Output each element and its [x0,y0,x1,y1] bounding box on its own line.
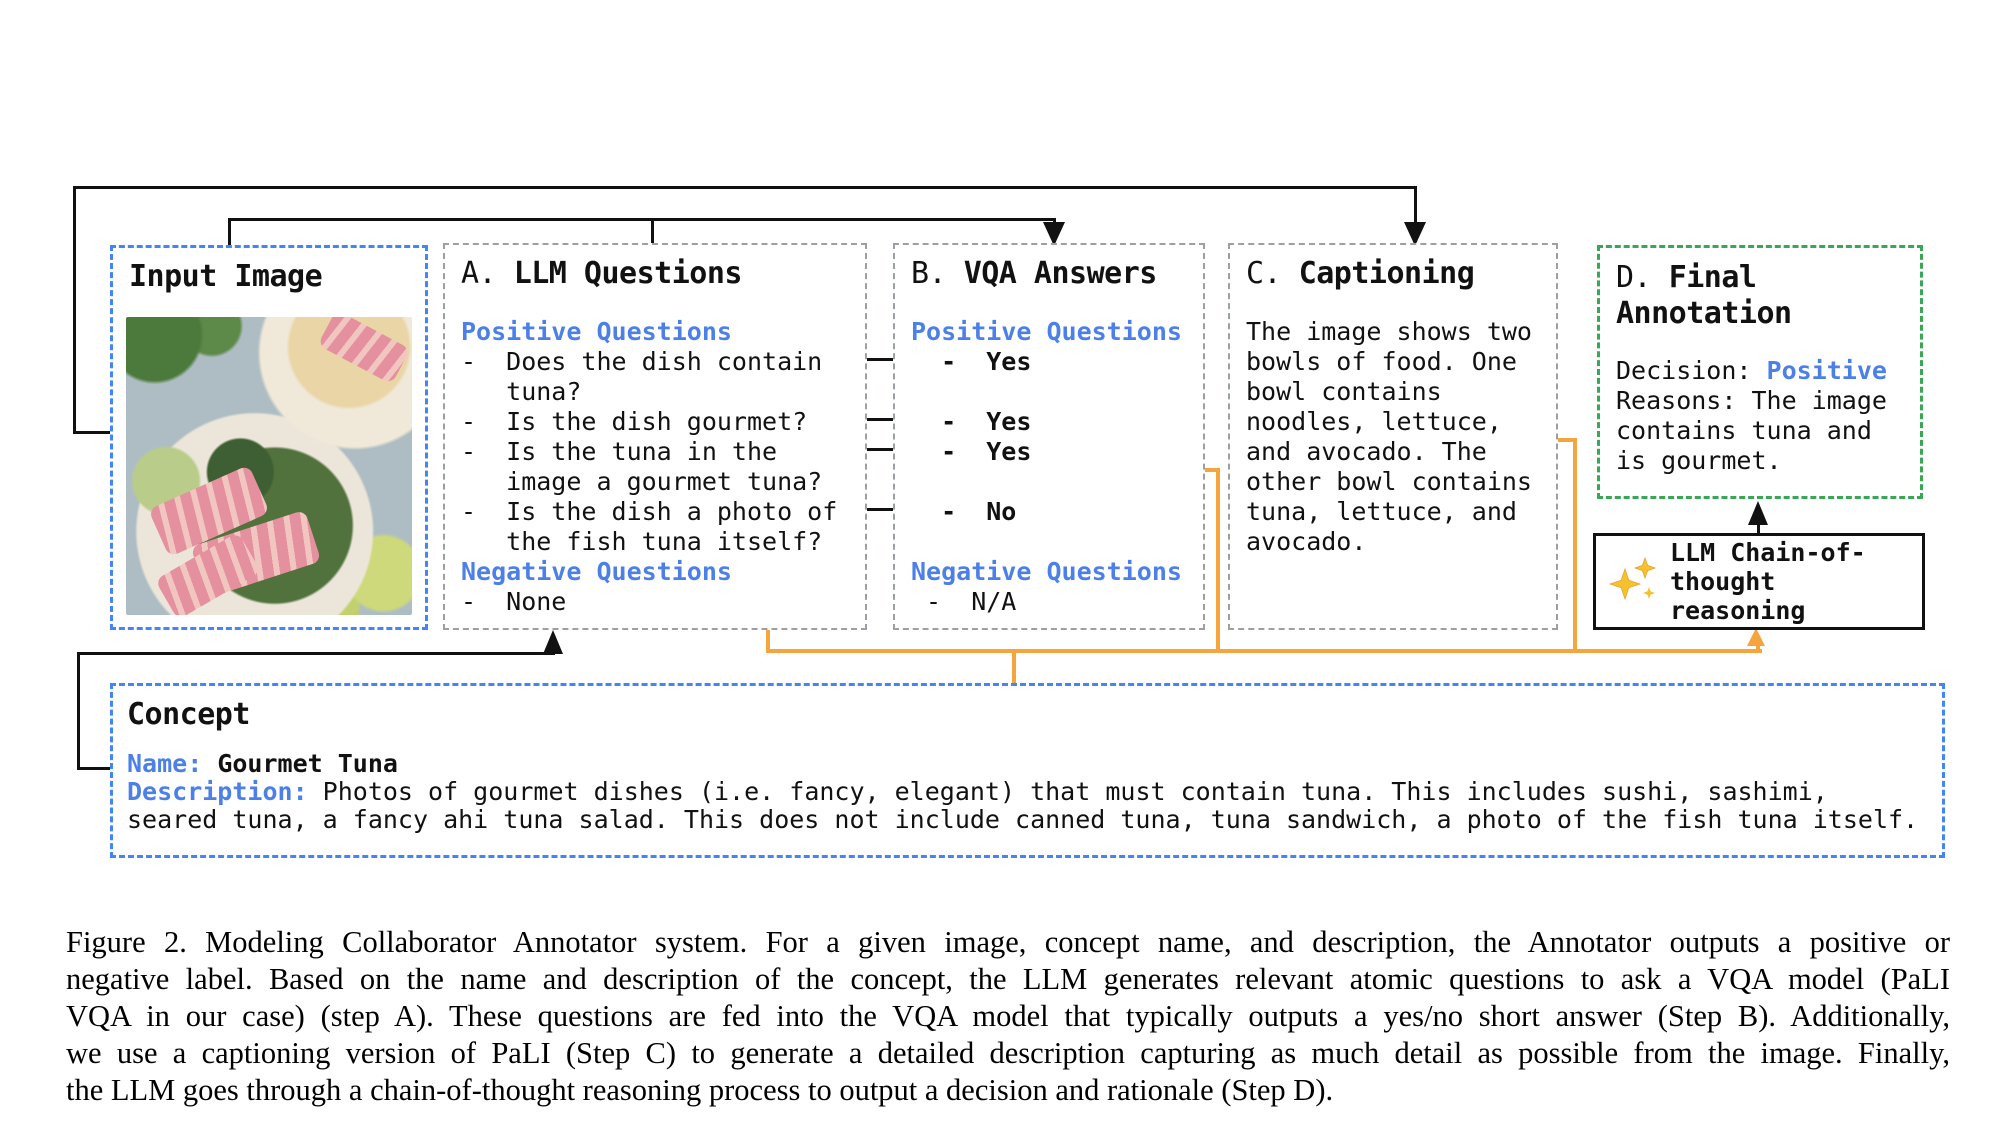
connector-image-to-vqa-top [228,218,1056,221]
step-name: VQA Answers [963,256,1158,291]
negative-answers-list: - N/A [911,587,1187,617]
question-row: the fish tuna itself? [461,527,823,556]
caption-output-text: The image shows two bowls of food. One b… [1246,317,1532,556]
negative-questions-list: - None [461,587,849,617]
input-image-photo [126,317,412,615]
concept-description-line2: seared tuna, a fancy ahi tuna salad. Thi… [127,805,1919,834]
concept-description-row1: Description: Photos of gourmet dishes (i… [127,778,1928,806]
connector-image-to-captioning-drop [1414,186,1417,224]
concept-name-label: Name: [127,749,218,778]
orange-from-captioning-stub [1558,438,1577,442]
connector-concept-to-llm-left [77,653,80,770]
reasons-text: Reasons: The image contains tuna and is … [1616,386,1887,475]
concept-description-label: Description: [127,777,323,806]
step-name: Captioning [1298,256,1475,291]
orange-from-captioning [1573,438,1577,653]
sparkles-icon [1608,556,1657,600]
figure-caption-line: Figure 2. Modeling Collaborator Annotato… [66,925,1950,959]
connector-cot-to-decision [1757,519,1760,533]
decision-label: Decision: [1616,356,1767,385]
arrow-question1-to-answer [845,358,915,361]
question-row: - Does the dish contain [461,347,823,376]
connector-concept-to-llm-top [77,652,555,655]
vqa-answers-title: B. VQA Answers [911,257,1187,291]
concept-description-row2: seared tuna, a fancy ahi tuna salad. Thi… [127,806,1928,834]
step-letter: A. [461,256,514,291]
orange-into-cot-stem [1756,643,1760,653]
question-row: - Is the tuna in the [461,437,778,466]
question-row: tuna? [461,377,582,406]
connector-image-to-captioning-foot [73,431,113,434]
connector-image-to-captioning-top [73,186,1417,189]
orange-from-vqa-answers [1216,468,1220,653]
concept-description-line1: Photos of gourmet dishes (i.e. fancy, el… [322,777,1828,806]
figure-caption-line: the LLM goes through a chain-of-thought … [66,1073,1334,1107]
decision-row: Decision: Positive [1616,356,1904,386]
positive-questions-list: - Does the dish contain tuna?- Is the di… [461,347,849,557]
tuna-slice [317,317,411,385]
cot-reasoning-box: LLM Chain-of- thought reasoning [1593,533,1925,630]
figure-caption: Figure 2. Modeling Collaborator Annotato… [66,924,1950,1109]
concept-name-row: Name: Gourmet Tuna [127,750,1928,778]
figure-caption-line: we use a captioning version of PaLI (Ste… [66,1036,1950,1070]
cot-label: LLM Chain-of- thought reasoning [1670,538,1910,625]
connector-image-to-vqa-left-stub [228,218,231,247]
answer-row: - Yes [911,347,1032,376]
answer-row [911,527,1187,557]
answer-row [911,377,1187,407]
positive-questions-heading: Positive Questions [461,317,732,346]
step-letter: B. [911,256,964,291]
vqa-answers-box: B. VQA Answers Positive Questions - Yes … [893,243,1205,630]
question-row: - Is the dish gourmet? [461,407,808,436]
connector-image-to-captioning-left [73,186,76,434]
concept-box: Concept Name: Gourmet Tuna Description: … [110,683,1945,858]
connector-concept-to-llm-foot [77,767,112,770]
arrow-question4-to-answer [848,508,915,511]
arrowhead-into-llm-questions [543,630,563,654]
question-row: image a gourmet tuna? [461,467,823,496]
orange-to-concept [1012,649,1016,685]
llm-questions-title: A. LLM Questions [461,257,849,291]
step-letter: C. [1246,256,1299,291]
positive-questions-heading: Positive Questions [911,317,1182,346]
answer-row: - Yes [911,407,1032,436]
decision-value: Positive [1766,356,1887,385]
final-annotation-box: D. Final Annotation Decision: Positive R… [1597,245,1923,499]
positive-answers-list: - Yes - Yes - Yes - No [911,347,1187,557]
cot-label-line2: thought reasoning [1670,567,1806,625]
negative-questions-heading: Negative Questions [911,557,1182,586]
step-letter: D. [1616,260,1669,295]
step-name: LLM Questions [513,256,743,291]
arrowhead-into-cot [1747,628,1765,646]
concept-title: Concept [127,697,250,732]
answer-row: - N/A [911,587,1017,616]
figure-caption-line: VQA in our case) (step A). These questio… [66,999,1950,1033]
final-annotation-title: D. Final Annotation [1616,260,1866,332]
negative-questions-heading: Negative Questions [461,557,732,586]
answer-row [911,467,1187,497]
concept-name-value: Gourmet Tuna [217,749,398,778]
input-image-title: Input Image [129,259,323,294]
arrowhead-into-captioning [1404,222,1426,246]
orange-from-llm-questions [766,630,770,653]
llm-questions-box: A. LLM Questions Positive Questions - Do… [443,243,867,630]
answer-row: - Yes [911,437,1032,466]
orange-bus-line [766,649,1762,653]
arrowhead-into-vqa [1043,222,1065,246]
question-row: - Is the dish a photo of [461,497,838,526]
step-name: Final Annotation [1616,260,1792,331]
cot-label-line1: LLM Chain-of- [1670,538,1866,567]
orange-from-vqa-answers-stub [1205,468,1220,472]
figure-caption-line: negative label. Based on the name and de… [66,962,1950,996]
captioning-box: C. Captioning The image shows two bowls … [1228,243,1558,630]
question-row: - None [461,587,567,616]
arrowhead-into-final-annotation [1748,501,1768,525]
captioning-title: C. Captioning [1246,257,1540,291]
answer-row: - No [911,497,1017,526]
connector-questions-to-vqa-stub [651,218,654,245]
